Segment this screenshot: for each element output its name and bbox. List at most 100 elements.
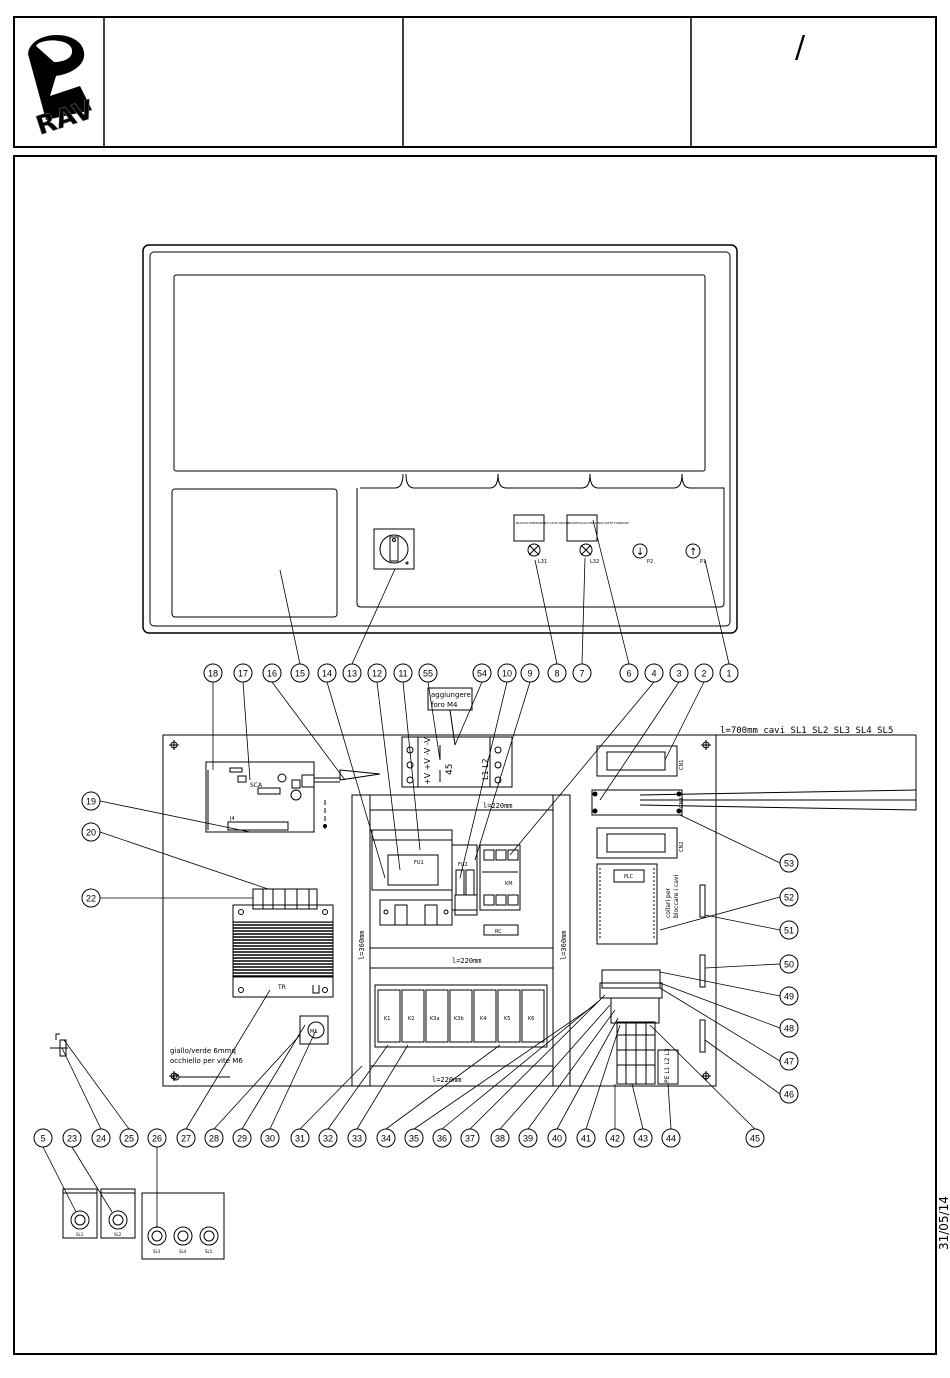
svg-text:SL2: SL2 (114, 1232, 122, 1237)
svg-text:K5: K5 (504, 1016, 510, 1022)
callout-circle (644, 663, 664, 683)
callout-number: 29 (237, 1134, 247, 1144)
callout-number: 10 (502, 669, 512, 679)
date-label: 31/05/14 (937, 1196, 950, 1250)
svg-text:K1: K1 (384, 1016, 390, 1022)
callout-number: 30 (265, 1134, 275, 1144)
callout-circle (779, 954, 799, 974)
leader-line (704, 963, 781, 969)
callout-circle (176, 1128, 196, 1148)
relay-k2 (401, 989, 425, 1043)
callout-number: 8 (554, 669, 559, 679)
leader-line (659, 987, 781, 1062)
callout-circle (497, 663, 517, 683)
contactor: KM (479, 844, 521, 911)
callout-number: 40 (552, 1134, 562, 1144)
callout-number: 24 (96, 1134, 106, 1144)
rav-logo-icon: RAV (28, 34, 98, 142)
relay-k1 (377, 989, 401, 1043)
callout-number: 16 (267, 669, 277, 679)
relay-k3b (449, 989, 473, 1043)
leader-line (327, 1044, 389, 1130)
connector-cn3: CN3 (591, 789, 685, 816)
callout-number: 15 (295, 669, 305, 679)
svg-text:SL1: SL1 (76, 1232, 84, 1237)
callout-circle (147, 1128, 167, 1148)
relay-k5 (497, 989, 521, 1043)
callout-circle (520, 663, 540, 683)
contactor-label: KM (505, 881, 513, 887)
callout-number: 36 (437, 1134, 447, 1144)
leader-line (269, 1029, 317, 1130)
callout-number: 43 (638, 1134, 648, 1144)
leader-line (704, 1039, 781, 1095)
callout-number: 11 (398, 669, 407, 679)
button-p1: ↑ P1 (685, 543, 706, 565)
callout-number: 55 (423, 669, 433, 679)
callout-number: 17 (238, 669, 248, 679)
note-ground: giallo/verde 6mmq occhiello per vite M6 (170, 1047, 243, 1081)
note-cable-ties: collari per bloccare i cavi (665, 875, 706, 1053)
psu-value: 45 (445, 764, 455, 775)
duct-v1-label: l=360mm (358, 930, 366, 960)
fan-m1: M1 (299, 1015, 329, 1045)
duct-middle-label: l=220mm (452, 957, 482, 965)
svg-text:M1: M1 (310, 1029, 318, 1035)
revision-mark: / (795, 30, 806, 65)
leader-line (213, 1034, 301, 1130)
svg-text:CONTROLLO PRESENZA RETE FUNZIO: CONTROLLO PRESENZA RETE FUNZIONI (569, 521, 629, 525)
callout-number: 41 (581, 1134, 591, 1144)
callout-circle (367, 663, 387, 683)
leader-line (61, 1047, 102, 1130)
callout-circle (404, 1128, 424, 1148)
callout-circle (290, 1128, 310, 1148)
callout-number: 44 (666, 1134, 676, 1144)
callout-circle (260, 1128, 280, 1148)
callout-circle (490, 1128, 510, 1148)
callout-circle (432, 1128, 452, 1148)
leader-line (356, 1044, 409, 1130)
leader-line (459, 681, 508, 879)
callout-number: 13 (347, 669, 357, 679)
svg-text:CN1: CN1 (679, 760, 685, 770)
leader-line (241, 1024, 306, 1130)
breaker-main-label: FU1 (414, 860, 424, 866)
plc-label: PLC (624, 874, 634, 880)
duct-bottom (369, 1065, 554, 1087)
front-panel: BLOCCO EMERGENZA STOP AZIONE L31 CONTROL… (142, 244, 738, 634)
svg-text:K4: K4 (480, 1016, 486, 1022)
callout-circle (605, 1128, 625, 1148)
callout-number: 3 (676, 669, 681, 679)
callout-circle (91, 1128, 111, 1148)
callout-number: 46 (784, 1090, 794, 1100)
svg-text:foro M4: foro M4 (431, 701, 458, 709)
board-label: SCA (250, 782, 263, 789)
callout-circle (576, 1128, 596, 1148)
callout-circle (472, 663, 492, 683)
leader-line (631, 1083, 644, 1130)
callout-circle (317, 663, 337, 683)
connector-cn2: CN2 (596, 827, 685, 859)
callout-number: 34 (381, 1134, 391, 1144)
leader-line (279, 569, 301, 665)
lamp-l31: BLOCCO EMERGENZA STOP AZIONE L31 (513, 514, 570, 565)
callout-circle (779, 920, 799, 940)
relay-k4 (473, 989, 497, 1043)
callout-circle (779, 986, 799, 1006)
svg-text:occhiello per vite M6: occhiello per vite M6 (170, 1057, 243, 1065)
svg-text:aggiungere: aggiungere (431, 691, 471, 699)
callout-number: 18 (208, 669, 218, 679)
callout-number: 48 (784, 1024, 794, 1034)
lamp-l32-label: L32 (590, 559, 599, 565)
duct-top-label: l=220mm (483, 802, 513, 810)
breaker-2: FU2 (451, 844, 478, 916)
leader-line (71, 1146, 113, 1213)
ground-stud-icon (50, 1033, 68, 1057)
arrow-up-icon: ↑ (689, 547, 697, 558)
callout-circle (669, 663, 689, 683)
callout-circle (779, 1051, 799, 1071)
arrow-down-icon: ↓ (636, 547, 644, 558)
back-plate: l=220mm l=220mm l=220mm l=360mm l=360mm … (162, 687, 717, 1087)
callout-circle (233, 663, 253, 683)
callout-number: 6 (626, 669, 631, 679)
